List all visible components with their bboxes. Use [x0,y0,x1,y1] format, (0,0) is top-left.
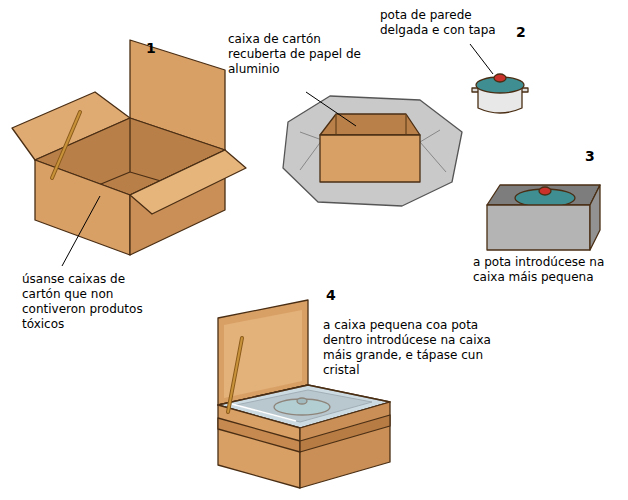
open-cardboard-box-part [130,150,246,214]
small-foil-box-with-pot-part [539,187,551,195]
callout-text: a caixa pequena coa pota dentro introdúc… [323,318,491,378]
callout-text: a pota introdúcese na caixa máis pequena [473,255,609,285]
foil-lined-box-part [420,130,446,172]
open-cardboard-box [12,40,246,255]
foil-lined-box-part [300,132,322,170]
assembled-solar-cooker-part [224,310,302,398]
assembled-solar-cooker-part [218,405,300,488]
small-foil-box-with-pot-part [590,185,600,250]
open-cardboard-box-part [52,112,80,178]
foil-lined-box-part [320,114,420,135]
callout-text: úsanse caixas de cartón que non contiver… [22,272,147,332]
leader-line [306,92,356,126]
pot-with-lid [472,74,528,113]
small-foil-box-with-pot-part [487,205,590,250]
assembled-solar-cooker-part [218,418,300,452]
step-number: 2 [516,24,536,40]
open-cardboard-box-part [52,112,80,178]
step-number: 3 [585,148,605,164]
assembled-solar-cooker-part [300,415,390,452]
open-cardboard-box-part [35,160,130,255]
foil-lined-box-part [283,96,462,206]
open-cardboard-box-part [129,118,130,172]
assembled-solar-cooker-part [300,402,390,488]
assembled-solar-cooker-part [228,338,242,412]
step-number: 1 [146,40,166,56]
foil-lined-box [283,96,462,206]
callout-text: caixa de cartón recuberta de papel de al… [228,32,366,77]
step-number: 4 [326,287,346,303]
foil-lined-box-part [320,135,420,182]
small-foil-box-with-pot [487,185,600,250]
leader-line [62,196,100,266]
assembled-solar-cooker-part [228,338,242,412]
leader-line [470,44,493,74]
callout-text: pota de parede delgada e con tapa [380,8,512,38]
pot-with-lid-part [494,74,506,82]
